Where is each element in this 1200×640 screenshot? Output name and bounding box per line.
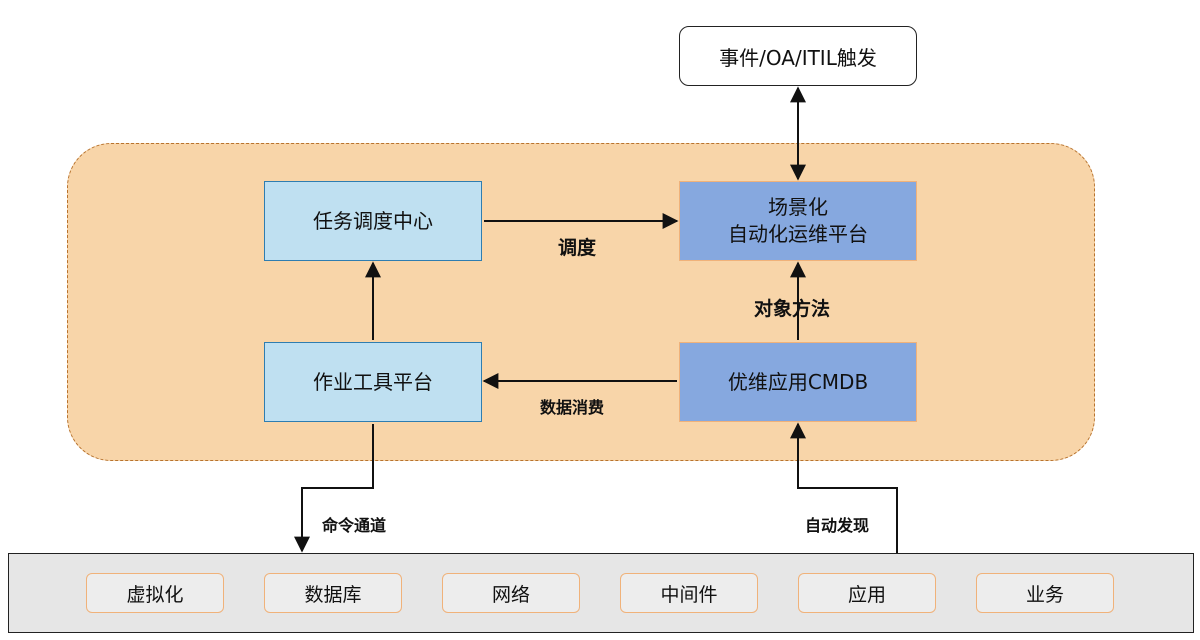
trigger-label: 事件/OA/ITIL触发 — [719, 45, 877, 70]
tool-platform-node: 作业工具平台 — [264, 342, 482, 422]
cmdb-node: 优维应用CMDB — [679, 342, 917, 422]
auto-discovery-label: 自动发现 — [805, 516, 870, 535]
resource-network: 网络 — [442, 573, 580, 613]
resource-middleware: 中间件 — [620, 573, 758, 613]
resource-business: 业务 — [976, 573, 1114, 613]
auto-discovery-arrow — [790, 422, 898, 553]
resource-label: 业务 — [1025, 583, 1064, 606]
resource-database: 数据库 — [264, 573, 402, 613]
platform-container — [67, 143, 1095, 461]
object-method-label: 对象方法 — [754, 298, 831, 320]
command-channel-arrow — [294, 424, 374, 553]
trigger-box: 事件/OA/ITIL触发 — [679, 26, 917, 86]
command-channel-label: 命令通道 — [322, 516, 387, 535]
resource-label: 数据库 — [304, 583, 362, 606]
resource-label: 虚拟化 — [126, 583, 184, 606]
scene-platform-label-line2: 自动化运维平台 — [728, 222, 868, 246]
resource-virtualization: 虚拟化 — [86, 573, 224, 613]
resource-label: 网络 — [491, 583, 530, 606]
tool-platform-label: 作业工具平台 — [313, 369, 433, 394]
resource-label: 中间件 — [660, 583, 718, 606]
resource-application: 应用 — [798, 573, 936, 613]
schedule-label: 调度 — [558, 237, 597, 259]
resource-label: 应用 — [847, 583, 886, 606]
cmdb-label: 优维应用CMDB — [727, 369, 869, 394]
data-consume-label: 数据消费 — [540, 398, 605, 417]
task-center-node: 任务调度中心 — [264, 181, 482, 261]
scene-platform-label-line1: 场景化 — [768, 195, 828, 219]
task-center-label: 任务调度中心 — [313, 208, 433, 233]
scene-platform-node: 场景化 自动化运维平台 — [679, 181, 917, 261]
